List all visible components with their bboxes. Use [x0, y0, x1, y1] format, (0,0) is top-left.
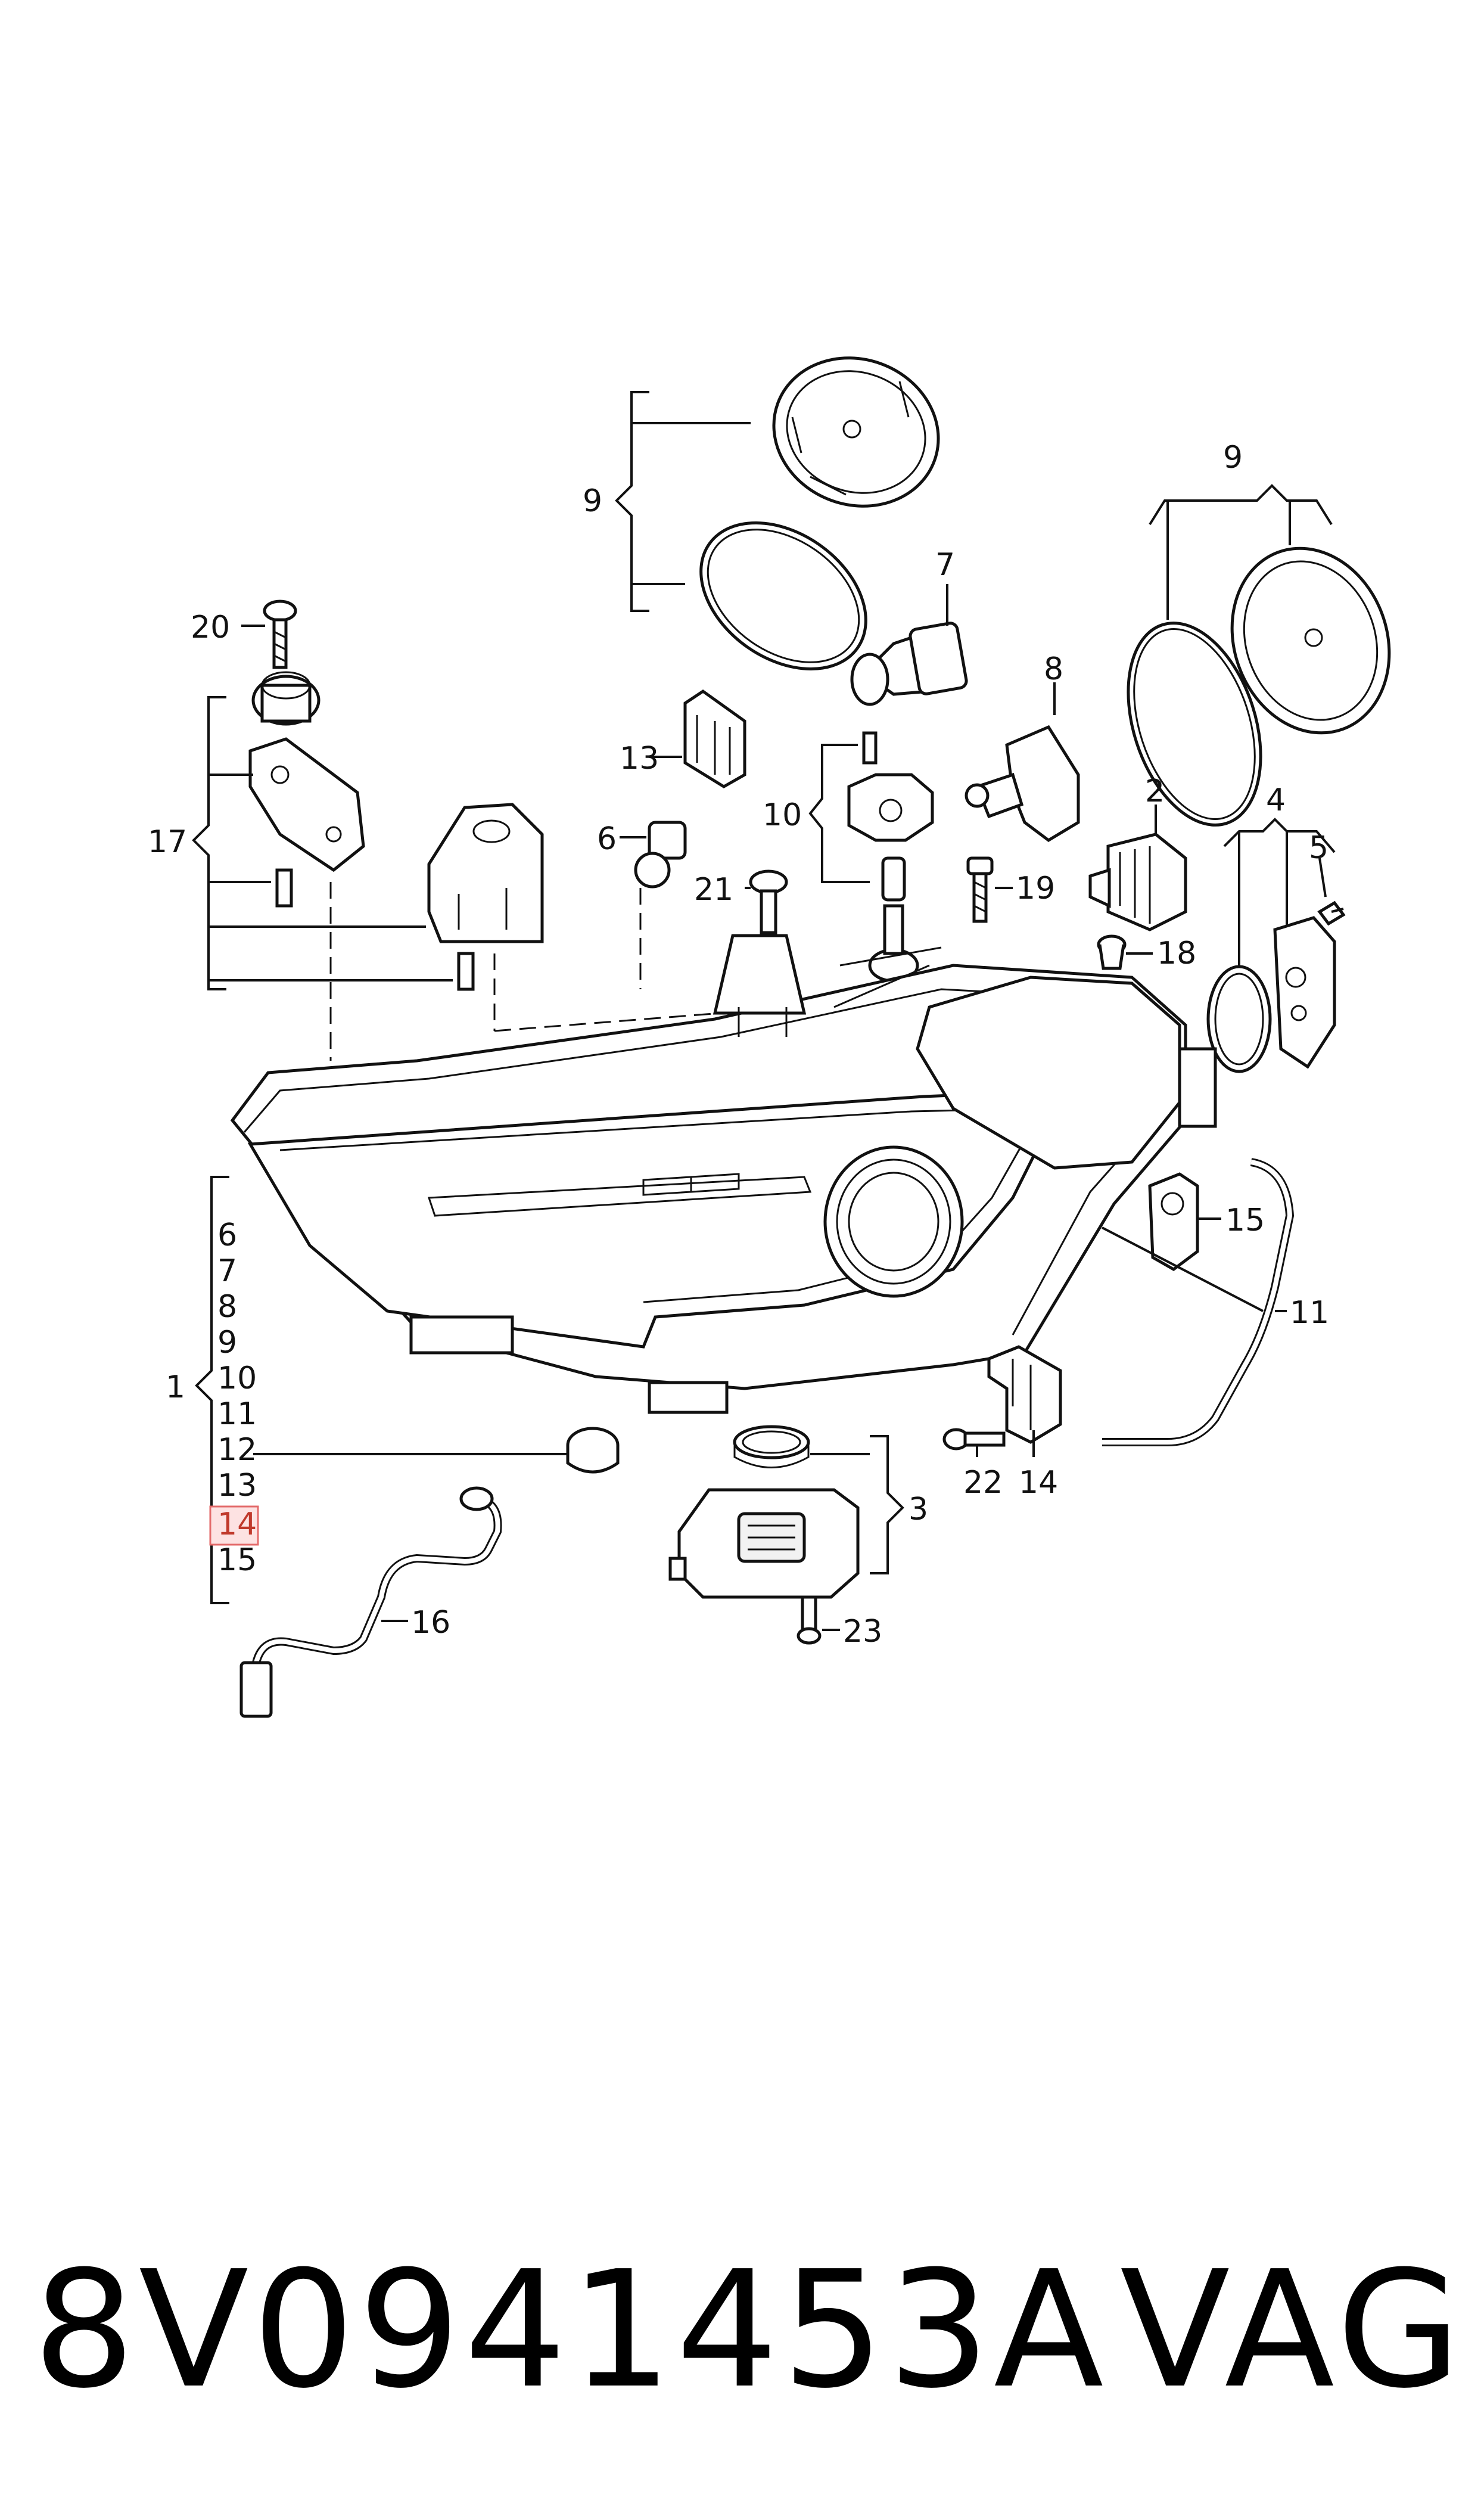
list-item-11: 11 [217, 1396, 257, 1432]
bracket-10 [808, 744, 837, 883]
cable-11 [1102, 1158, 1295, 1446]
callout-8: 8 [1044, 651, 1063, 687]
callout-11: 11 [1290, 1295, 1329, 1331]
callout-21: 21 [694, 872, 733, 908]
list-item-7: 7 [217, 1253, 237, 1289]
callout-9-right: 9 [1223, 440, 1243, 476]
list-item-13: 13 [217, 1468, 257, 1504]
callout-9-left: 9 [583, 483, 602, 519]
list-item-8: 8 [217, 1289, 237, 1325]
callout-20: 20 [191, 610, 230, 645]
callout-6-top: 6 [597, 821, 617, 857]
screw-upper [457, 952, 475, 991]
callout-16: 16 [411, 1605, 450, 1641]
bracket-9-left [615, 391, 649, 612]
mount-bushing [251, 671, 321, 726]
igniter-2 [1088, 833, 1187, 931]
headlight-housing-1 [230, 934, 1217, 1414]
ballast-unit-3 [668, 1488, 860, 1599]
highlight-box-14 [209, 1505, 259, 1546]
footer-caption: 8V0941453A VAG [0, 2241, 1484, 2419]
bracket-3 [870, 1435, 904, 1574]
callout-22: 22 [963, 1465, 1003, 1501]
bracket-17 [192, 696, 226, 990]
grommet-12 [566, 1427, 620, 1474]
callout-2: 2 [1145, 774, 1165, 809]
list-item-15: 15 [217, 1542, 257, 1578]
callout-1: 1 [166, 1369, 185, 1405]
adjuster-motor-8 [965, 725, 1080, 843]
callout-7: 7 [935, 547, 955, 583]
bolt-20 [263, 600, 297, 669]
diagram-canvas: 9 7 9 8 2 4 [148, 356, 1391, 1718]
screw-21 [749, 869, 788, 934]
cable-16 [239, 1486, 502, 1718]
callout-17: 17 [148, 824, 187, 860]
rear-cover-plate [1273, 916, 1336, 1069]
screw-5 [1317, 900, 1346, 926]
screw-23 [797, 1595, 822, 1645]
list-item-6: 6 [217, 1217, 237, 1253]
callout-10: 10 [763, 797, 802, 833]
list-item-9: 9 [217, 1325, 237, 1361]
ballast-seal [733, 1425, 810, 1468]
bulb-7 [850, 622, 968, 706]
clip-14 [987, 1345, 1062, 1444]
callout-3: 3 [909, 1492, 928, 1527]
adjuster-arm [847, 731, 934, 983]
callout-5: 5 [1309, 830, 1329, 866]
seal-ring-left [699, 521, 867, 670]
upper-bracket [427, 803, 544, 943]
callout-4: 4 [1266, 782, 1286, 818]
screw-19 [966, 856, 994, 923]
plug-18 [1097, 934, 1127, 970]
part-number: 8V0941453A [33, 2236, 1107, 2424]
callout-15: 15 [1225, 1203, 1265, 1238]
callout-14: 14 [1019, 1465, 1058, 1501]
cover-cap-left [772, 356, 940, 508]
list-item-10: 10 [217, 1361, 257, 1396]
list-item-14: 14 [217, 1507, 257, 1542]
mount-plate-17 [248, 737, 365, 872]
bracket-9-right [1149, 484, 1333, 526]
list-item-12: 12 [217, 1432, 257, 1468]
cover-cap-right [1230, 546, 1391, 735]
clip-15 [1148, 1172, 1199, 1271]
screw-17 [275, 868, 293, 908]
bulb-6 [634, 821, 687, 889]
screw-22 [942, 1428, 1006, 1450]
callout-13-top: 13 [620, 741, 659, 776]
callout-23: 23 [843, 1614, 882, 1650]
callout-19: 19 [1016, 871, 1055, 906]
callout-18: 18 [1157, 936, 1196, 971]
retainer-13 [683, 689, 746, 788]
seal-ring-right [1127, 622, 1262, 827]
bracket-1 [195, 1176, 229, 1604]
brand-name: VAG [1120, 2236, 1466, 2424]
group-list-1: 6 7 8 9 10 11 12 13 14 15 [209, 1217, 259, 1578]
gasket-4 [1206, 965, 1272, 1073]
